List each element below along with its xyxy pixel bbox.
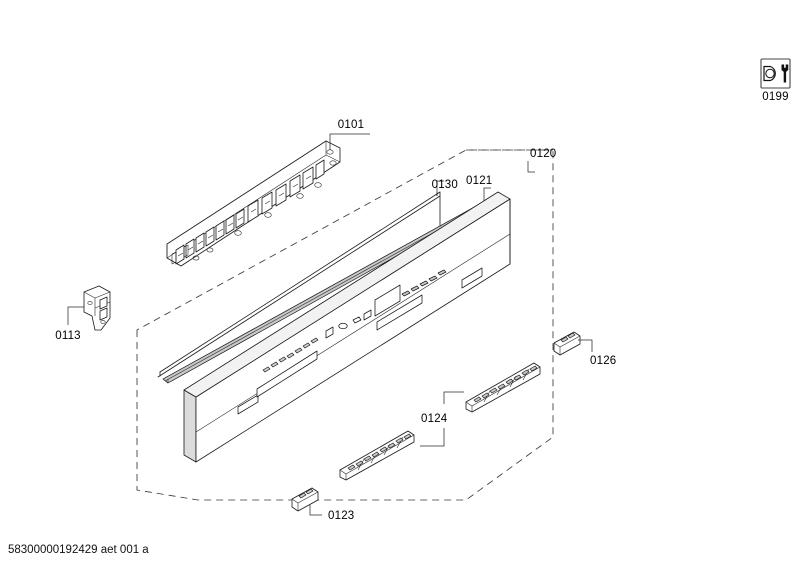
- part-label-0124: 0124: [421, 413, 448, 425]
- leader-0123: [309, 505, 322, 516]
- assembly-boundary-0120: [136, 149, 554, 501]
- leader-0126: [578, 339, 593, 352]
- part-label-0130: 0130: [432, 179, 458, 191]
- panel-button-row-left: [262, 337, 319, 373]
- part-0123-button-cap: 0123: [291, 487, 354, 522]
- panel-slot-mid: [376, 294, 423, 331]
- part-0120-panel-body: [183, 191, 511, 463]
- part-0126-button-cap: 0126: [553, 331, 616, 367]
- pcb-components: [171, 149, 337, 265]
- button-strip-upper-nubs: [473, 365, 538, 403]
- leader-0121: [483, 187, 491, 203]
- part-0130-facia-plate: 0130: [157, 179, 458, 378]
- part-label-0120: 0120: [530, 148, 556, 160]
- panel-display-window: [374, 284, 401, 317]
- leader-0101: [329, 133, 370, 150]
- service-icon-group: 0199: [760, 58, 791, 103]
- part-label-0101: 0101: [338, 119, 364, 131]
- part-label-0121: 0121: [466, 175, 492, 187]
- panel-symbol-row: [325, 309, 372, 339]
- panel-button-row-right: [401, 269, 447, 297]
- button-strip-lower: [339, 430, 415, 481]
- button-strip-upper: [465, 362, 541, 413]
- panel-surface-details: [237, 267, 483, 415]
- part-label-0113: 0113: [55, 330, 81, 342]
- panel-slot-left: [237, 394, 259, 415]
- part-label-0126: 0126: [590, 355, 616, 367]
- part-0101-control-module: 0101: [166, 119, 370, 267]
- part-0121-trim-strip: 0121: [162, 175, 493, 384]
- leader-0124-lower: [420, 428, 445, 447]
- part-label-0123: 0123: [328, 510, 354, 522]
- panel-window-right: [461, 267, 483, 289]
- part-0113-connector: 0113: [55, 285, 111, 342]
- button-strip-lower-nubs: [347, 433, 412, 471]
- diagram-caption: 58300000192429 aet 001 a: [8, 544, 149, 556]
- panel-slot-wide-lower: [256, 350, 318, 398]
- leader-group-0120: 0120: [527, 148, 556, 173]
- leader-0124-upper: [443, 391, 464, 404]
- leader-0113: [67, 306, 84, 325]
- wrench-gear-icon-glyph: [763, 64, 789, 83]
- part-0124-button-strips: 0124: [339, 362, 541, 481]
- service-icon-label: 0199: [762, 91, 788, 103]
